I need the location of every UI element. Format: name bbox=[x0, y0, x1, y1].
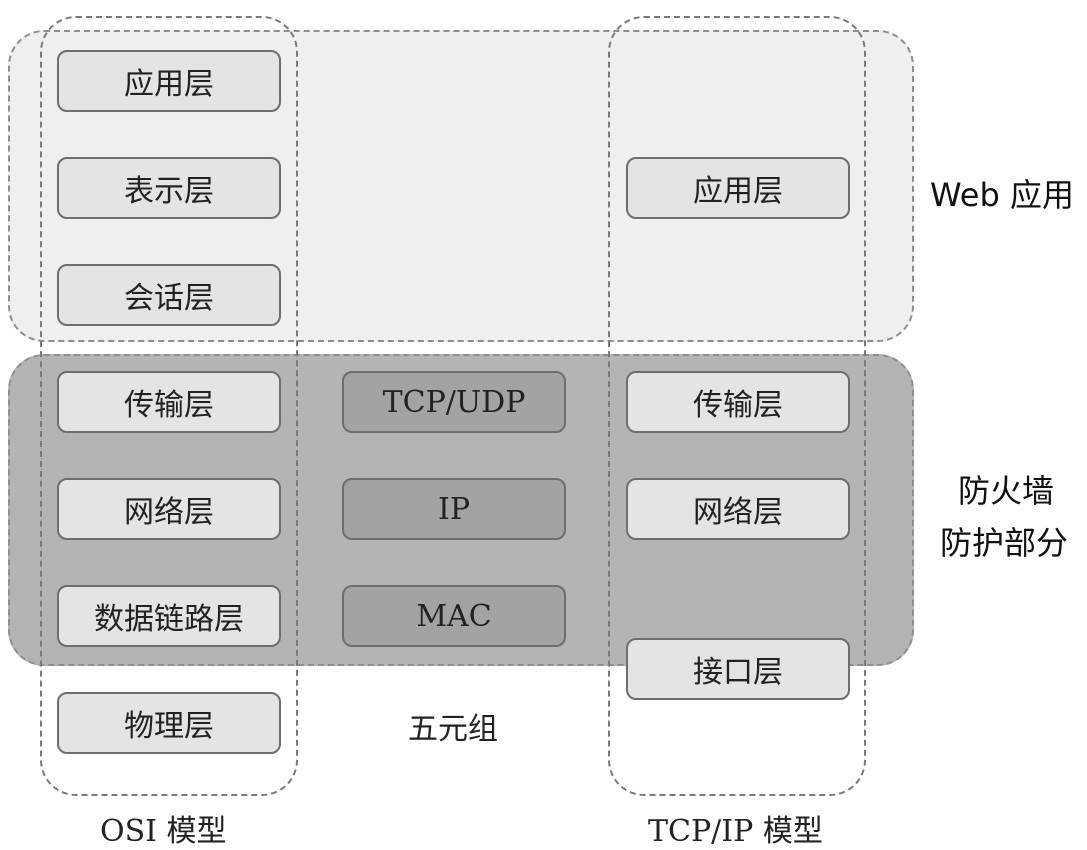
firewall-label-line2: 防护部分 bbox=[940, 524, 1069, 562]
tcpip-layer-network: 网络层 bbox=[626, 478, 850, 540]
five-tuple-caption: 五元组 bbox=[408, 712, 498, 747]
osi-layer-transport: 传输层 bbox=[57, 371, 281, 433]
tcpip-model-caption: TCP/IP 模型 bbox=[648, 814, 823, 849]
five-tuple-mac: MAC bbox=[342, 585, 566, 647]
tcpip-layer-transport: 传输层 bbox=[626, 371, 850, 433]
osi-layer-presentation: 表示层 bbox=[57, 157, 281, 219]
tcpip-layer-interface: 接口层 bbox=[626, 638, 850, 700]
five-tuple-tcp-udp: TCP/UDP bbox=[342, 371, 566, 433]
five-tuple-ip: IP bbox=[342, 478, 566, 540]
osi-layer-physical: 物理层 bbox=[57, 692, 281, 754]
osi-model-caption: OSI 模型 bbox=[100, 814, 227, 849]
tcpip-layer-application: 应用层 bbox=[626, 157, 850, 219]
osi-layer-application: 应用层 bbox=[57, 50, 281, 112]
osi-layer-network: 网络层 bbox=[57, 478, 281, 540]
tcpip-model-outline bbox=[608, 16, 866, 796]
osi-layer-data-link: 数据链路层 bbox=[57, 585, 281, 647]
web-application-label: Web 应用 bbox=[930, 176, 1074, 214]
firewall-label-line1: 防火墙 bbox=[958, 472, 1055, 510]
osi-model-outline bbox=[40, 16, 298, 796]
osi-layer-session: 会话层 bbox=[57, 264, 281, 326]
